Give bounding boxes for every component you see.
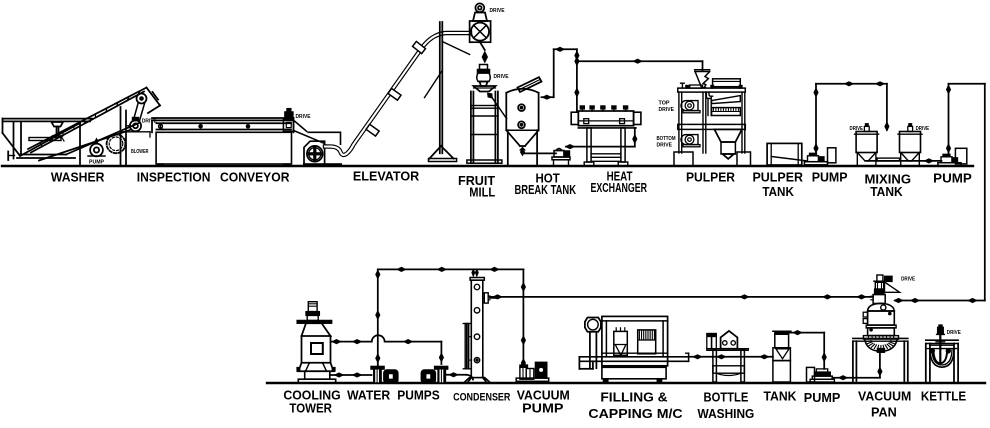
svg-text:HOT: HOT (536, 171, 560, 186)
svg-text:PUMP: PUMP (804, 390, 841, 405)
svg-text:INSPECTION: INSPECTION (137, 169, 211, 184)
svg-text:CONDENSER: CONDENSER (453, 392, 510, 404)
svg-text:DRIVE: DRIVE (901, 277, 915, 283)
svg-text:DRIVE: DRIVE (916, 126, 930, 132)
svg-text:TOWER: TOWER (289, 401, 332, 416)
svg-text:HEAT: HEAT (607, 168, 633, 183)
svg-text:DRIVE: DRIVE (850, 126, 864, 132)
svg-text:TANK: TANK (870, 184, 903, 199)
svg-text:KETTLE: KETTLE (921, 388, 966, 403)
svg-text:DRIVE: DRIVE (659, 107, 675, 113)
svg-text:DRIVE: DRIVE (494, 74, 510, 80)
svg-text:MILL: MILL (469, 184, 495, 199)
svg-text:PAN: PAN (871, 404, 897, 419)
svg-text:WATER: WATER (347, 387, 391, 402)
svg-text:PUMP: PUMP (933, 170, 972, 185)
svg-text:CONVEYOR: CONVEYOR (220, 169, 290, 184)
svg-text:DRIVE: DRIVE (657, 143, 673, 149)
svg-text:VACUUM: VACUUM (858, 388, 911, 403)
svg-text:PUMP: PUMP (812, 169, 848, 184)
svg-text:ELEVATOR: ELEVATOR (353, 168, 420, 183)
svg-text:PUMP: PUMP (89, 160, 105, 166)
svg-text:DRIVE: DRIVE (490, 8, 506, 14)
svg-text:TOP: TOP (659, 101, 671, 107)
svg-text:TANK: TANK (762, 184, 794, 199)
svg-text:COOLING: COOLING (283, 387, 340, 402)
svg-text:FRUIT: FRUIT (458, 173, 495, 188)
svg-text:FILLING &: FILLING & (600, 390, 668, 405)
svg-text:BOTTOM: BOTTOM (657, 136, 676, 142)
svg-text:EXCHANGER: EXCHANGER (591, 180, 648, 195)
svg-text:BREAK TANK: BREAK TANK (515, 182, 577, 197)
svg-text:DRIVE: DRIVE (296, 114, 312, 120)
svg-text:PUMPS: PUMPS (397, 387, 440, 402)
svg-text:VACUUM: VACUUM (517, 387, 570, 402)
svg-text:WASHING: WASHING (698, 406, 755, 421)
svg-text:MIXING: MIXING (865, 172, 912, 187)
svg-text:DRIVE: DRIVE (947, 330, 961, 336)
svg-text:PULPER: PULPER (753, 169, 804, 184)
svg-text:TANK: TANK (764, 389, 797, 404)
svg-text:PUMP: PUMP (522, 401, 564, 416)
svg-text:PULPER: PULPER (686, 169, 735, 184)
svg-text:CAPPING M/C: CAPPING M/C (588, 406, 683, 421)
svg-text:BLOWER: BLOWER (131, 149, 149, 155)
svg-text:DRIVE: DRIVE (142, 119, 158, 125)
svg-text:WASHER: WASHER (51, 169, 105, 184)
svg-text:BOTTLE: BOTTLE (704, 390, 749, 405)
